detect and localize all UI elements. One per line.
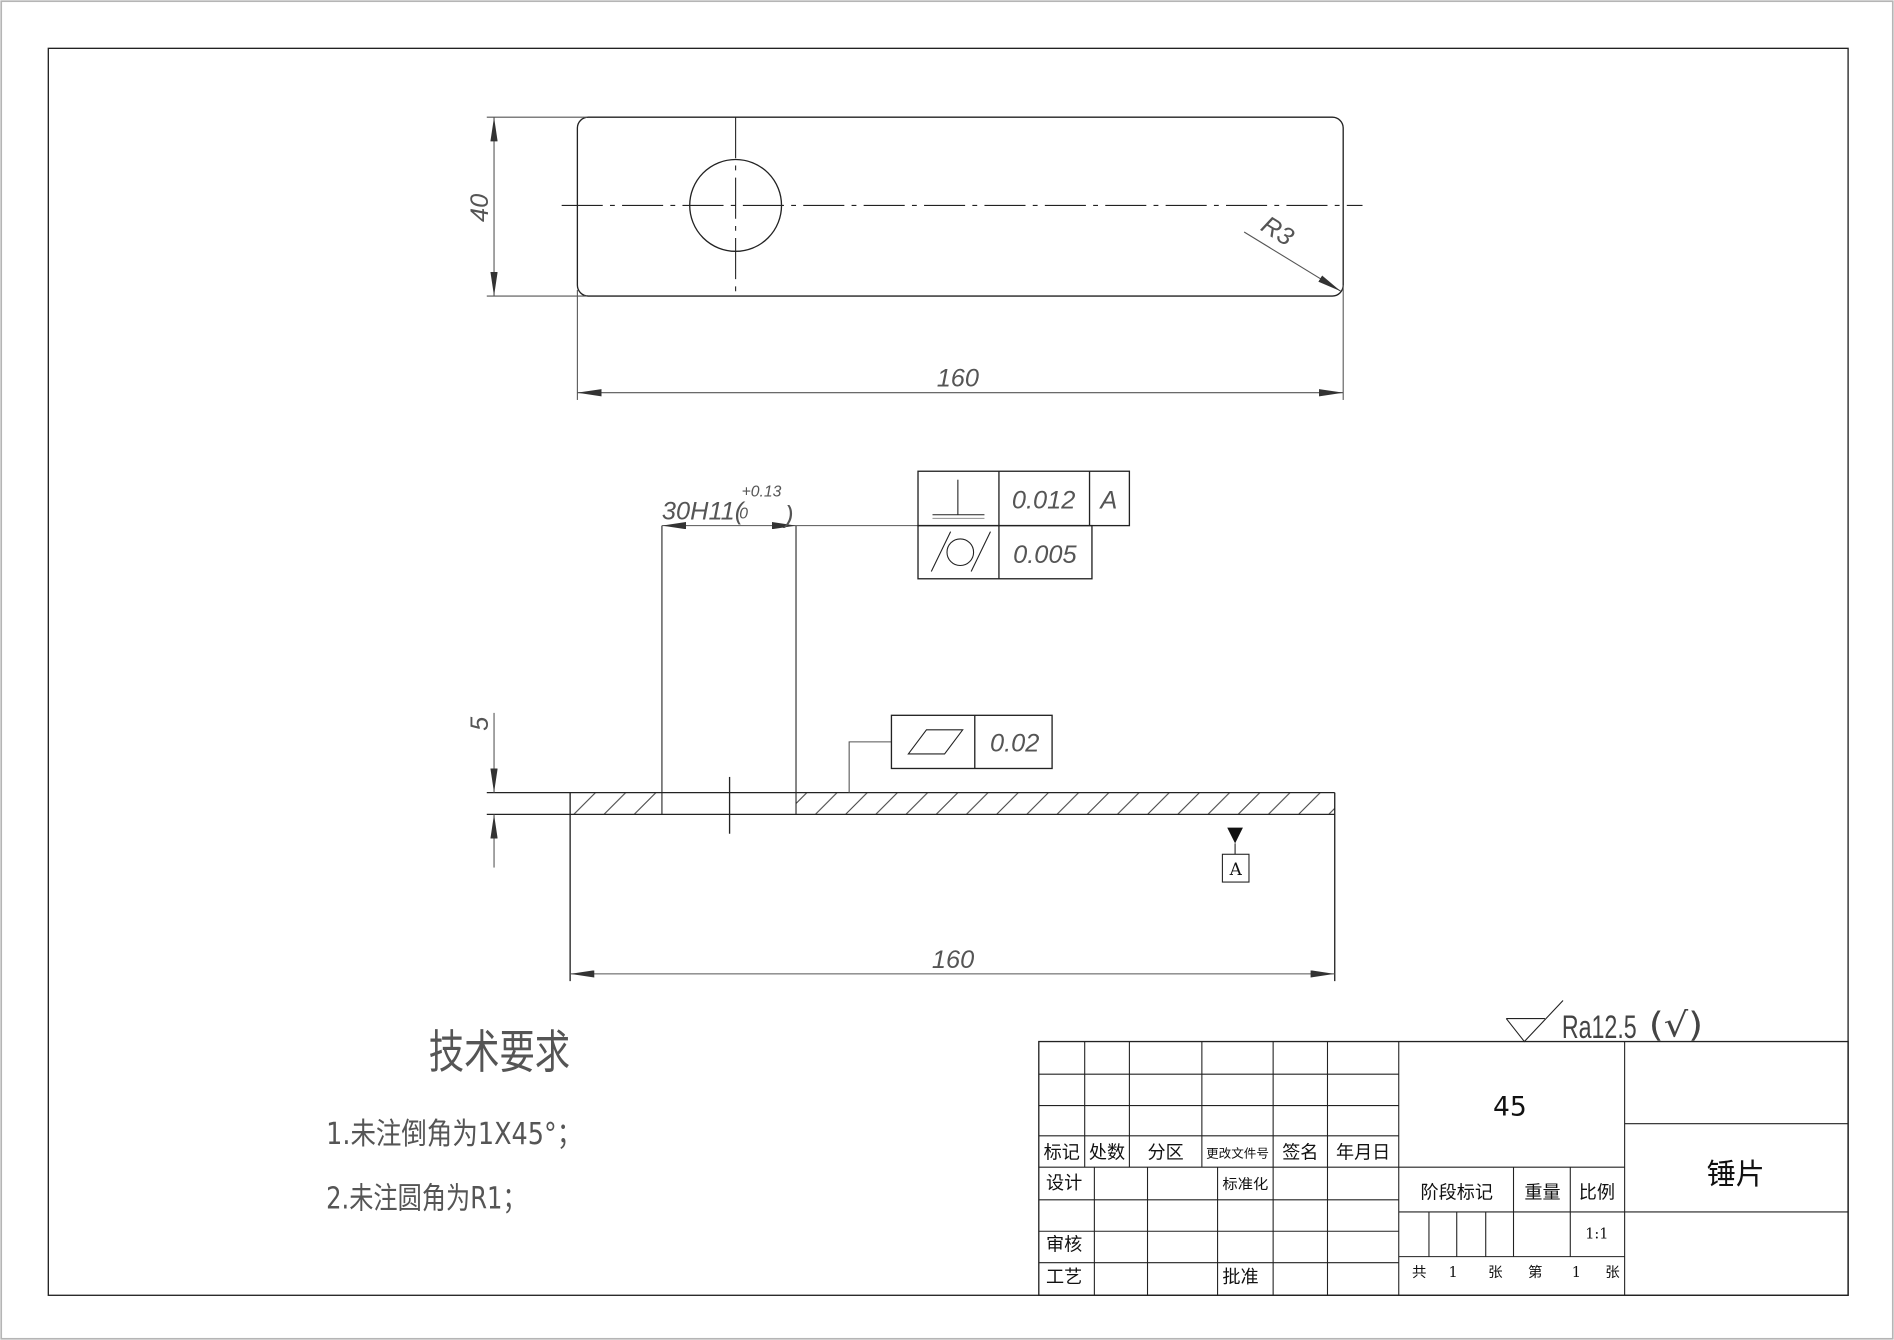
hole-fit-close: ) xyxy=(782,501,793,529)
flatness-tolerance: 0.02 xyxy=(990,730,1039,758)
signoff-standardization-label: 标准化 xyxy=(1222,1176,1268,1193)
signoff-process-label: 工艺 xyxy=(1046,1267,1082,1288)
datum-label: A xyxy=(1229,859,1243,879)
revision-header-count: 处数 xyxy=(1089,1143,1125,1164)
gdt-frame-border xyxy=(917,524,1093,580)
section-hatching-left xyxy=(570,792,662,815)
datum-triangle-icon xyxy=(1227,827,1243,844)
material-value: 45 xyxy=(1493,1091,1527,1122)
perpendicularity-icon xyxy=(932,479,985,519)
title-block-border xyxy=(1038,1040,1849,1296)
hole-fit-upper-deviation: +0.13 xyxy=(742,484,782,501)
surface-roughness-other: (√) xyxy=(1649,1006,1703,1045)
perpendicularity-tolerance: 0.012 xyxy=(1012,487,1075,515)
datum-box xyxy=(1221,853,1250,883)
flatness-icon xyxy=(907,729,964,755)
stage-mark-label: 阶段标记 xyxy=(1421,1183,1493,1204)
signoff-design-label: 设计 xyxy=(1046,1173,1082,1194)
title-block: 标记 处数 分区 更改文件号 签名 年月日 设计 标准化 审核 工艺 批准 45… xyxy=(1038,1040,1849,1296)
surface-finish-note: Ra12.5 (√) xyxy=(1505,1000,1703,1045)
sheet-total: 1 xyxy=(1449,1265,1458,1281)
section-hatching-right xyxy=(796,792,1335,815)
gdt-frame-flatness: 0.02 xyxy=(848,714,1053,793)
revision-header-date: 年月日 xyxy=(1336,1143,1390,1164)
flatness-leader xyxy=(848,741,892,793)
revision-header-zone: 分区 xyxy=(1148,1143,1184,1164)
drawing-frame xyxy=(47,47,1849,1296)
thickness-dimension-text: 5 xyxy=(466,716,494,731)
revision-header-mark: 标记 xyxy=(1044,1143,1080,1164)
hole-fit-lower-deviation: 0 xyxy=(739,505,748,522)
length-dimension-text: 160 xyxy=(937,365,979,393)
cylindricity-icon xyxy=(930,531,991,572)
hole-fit-nominal: 30H11( xyxy=(662,498,746,526)
part-name: 锤片 xyxy=(1707,1157,1765,1191)
sheet-current-prefix: 第 xyxy=(1528,1263,1542,1281)
technical-requirement-item: 2.未注圆角为R1； xyxy=(326,1181,527,1216)
gdt-frame-cylindricity: 0.005 xyxy=(917,524,1093,580)
cylindricity-tolerance: 0.005 xyxy=(1013,541,1077,569)
gdt-frame-border xyxy=(890,714,1053,770)
section-view: 30H11( +0.13 0 ) 0.012 A 0 xyxy=(466,470,1336,982)
technical-requirement-item: 1.未注倒角为1X45°； xyxy=(326,1117,582,1152)
signoff-approval-label: 批准 xyxy=(1222,1267,1258,1288)
revision-header-signature: 签名 xyxy=(1282,1143,1318,1164)
perpendicularity-datum: A xyxy=(1098,487,1117,515)
sheet-total-prefix: 共 xyxy=(1412,1264,1426,1281)
sheet-current-suffix: 张 xyxy=(1605,1264,1620,1281)
technical-requirements-heading: 技术要求 xyxy=(429,1025,570,1079)
radius-leader xyxy=(1243,231,1342,292)
surface-roughness-value: Ra12.5 xyxy=(1562,1008,1637,1045)
sheet-current: 1 xyxy=(1572,1265,1581,1281)
scale-label: 比例 xyxy=(1579,1183,1615,1204)
weight-label: 重量 xyxy=(1524,1183,1560,1204)
plate-outline xyxy=(576,116,1344,297)
title-block-grid xyxy=(1038,1041,1849,1296)
datum-feature: A xyxy=(1221,827,1250,883)
signoff-review-label: 审核 xyxy=(1046,1235,1082,1256)
technical-requirements: 技术要求 1.未注倒角为1X45°； 2.未注圆角为R1； xyxy=(326,1025,582,1216)
sheet-total-suffix: 张 xyxy=(1488,1264,1503,1281)
section-length-dimension-text: 160 xyxy=(932,946,974,974)
revision-header-document: 更改文件号 xyxy=(1206,1146,1269,1161)
scale-value: 1:1 xyxy=(1585,1227,1608,1243)
height-dimension-text: 40 xyxy=(466,194,494,222)
